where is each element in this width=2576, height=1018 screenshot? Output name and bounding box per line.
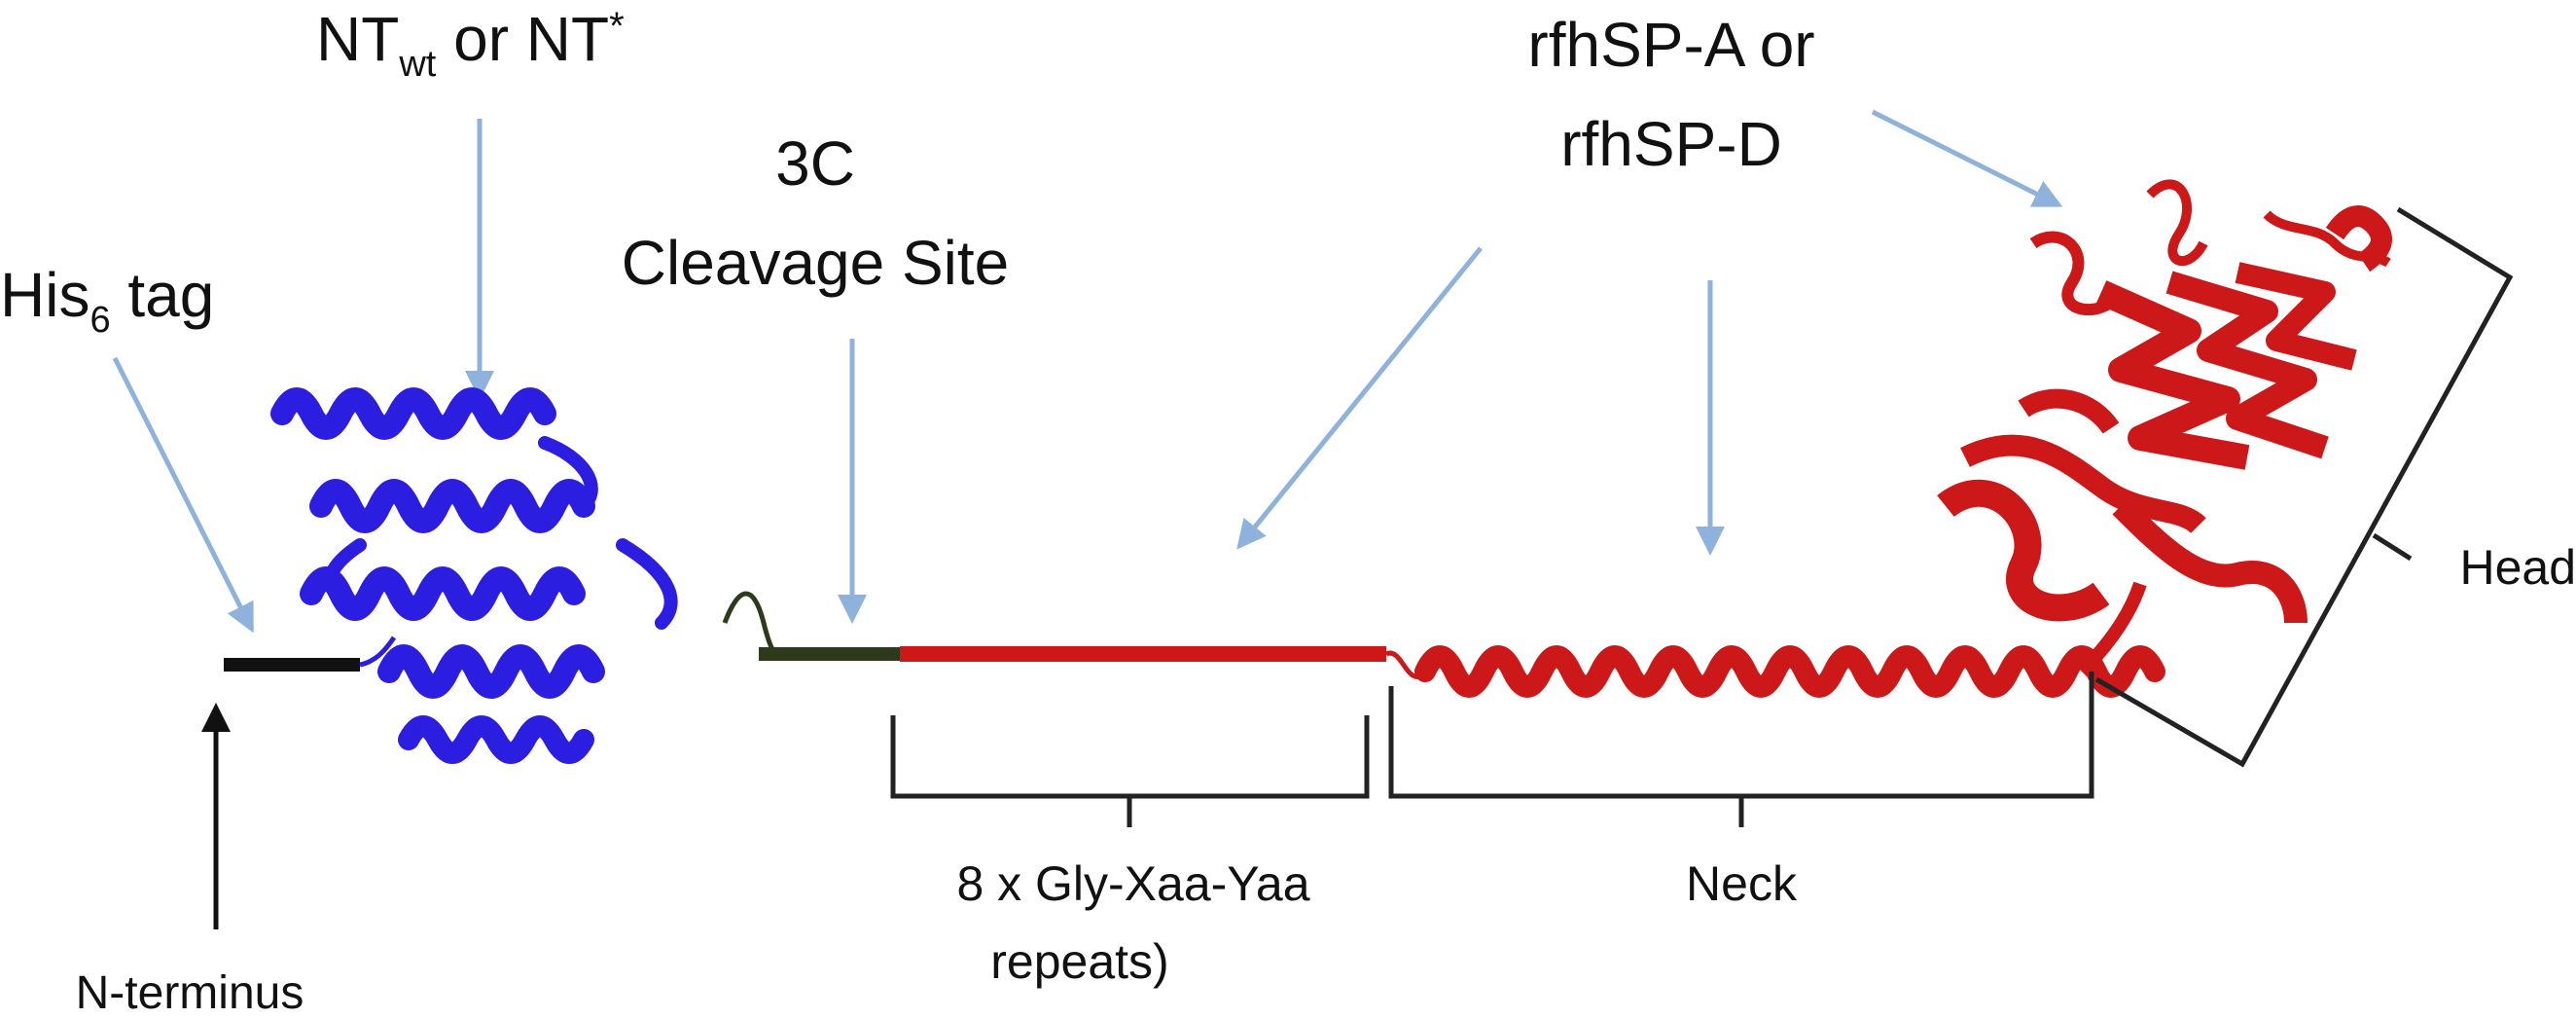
repeats-label-line1: 8 x Gly-Xaa-Yaa bbox=[956, 856, 1309, 911]
his-tag-label: His6 tag bbox=[0, 260, 214, 341]
repeats-label-line2: repeats) bbox=[990, 934, 1168, 989]
nt-domain-label: NTwt or NT* bbox=[316, 4, 625, 85]
head-bracket bbox=[2094, 206, 2514, 768]
head-label: Head bbox=[2459, 540, 2576, 595]
rfhsp-label-line2: rfhSP-D bbox=[1560, 109, 1782, 179]
rfhsp-label-line1: rfhSP-A or bbox=[1527, 10, 1814, 80]
repeats-bracket bbox=[890, 715, 1370, 827]
cleavage-site-label-line1: 3C bbox=[775, 128, 855, 199]
his-nt-linker bbox=[359, 636, 397, 668]
rfhsp-collagen-pointer-arrow bbox=[1236, 246, 1483, 550]
rfhsp-head-pointer-arrow bbox=[1871, 109, 2063, 207]
nt-domain-structure bbox=[270, 387, 678, 764]
n-terminus-label: N-terminus bbox=[76, 967, 304, 1018]
cleavage-site-label-line2: Cleavage Site bbox=[622, 228, 1009, 298]
neck-label: Neck bbox=[1686, 856, 1798, 911]
nt-cleavage-linker bbox=[722, 591, 789, 659]
neck-helix bbox=[1414, 645, 2165, 698]
neck-bracket bbox=[1388, 672, 2094, 827]
head-crd-structure bbox=[1937, 179, 2392, 676]
his-tag-pointer-arrow bbox=[112, 356, 254, 634]
